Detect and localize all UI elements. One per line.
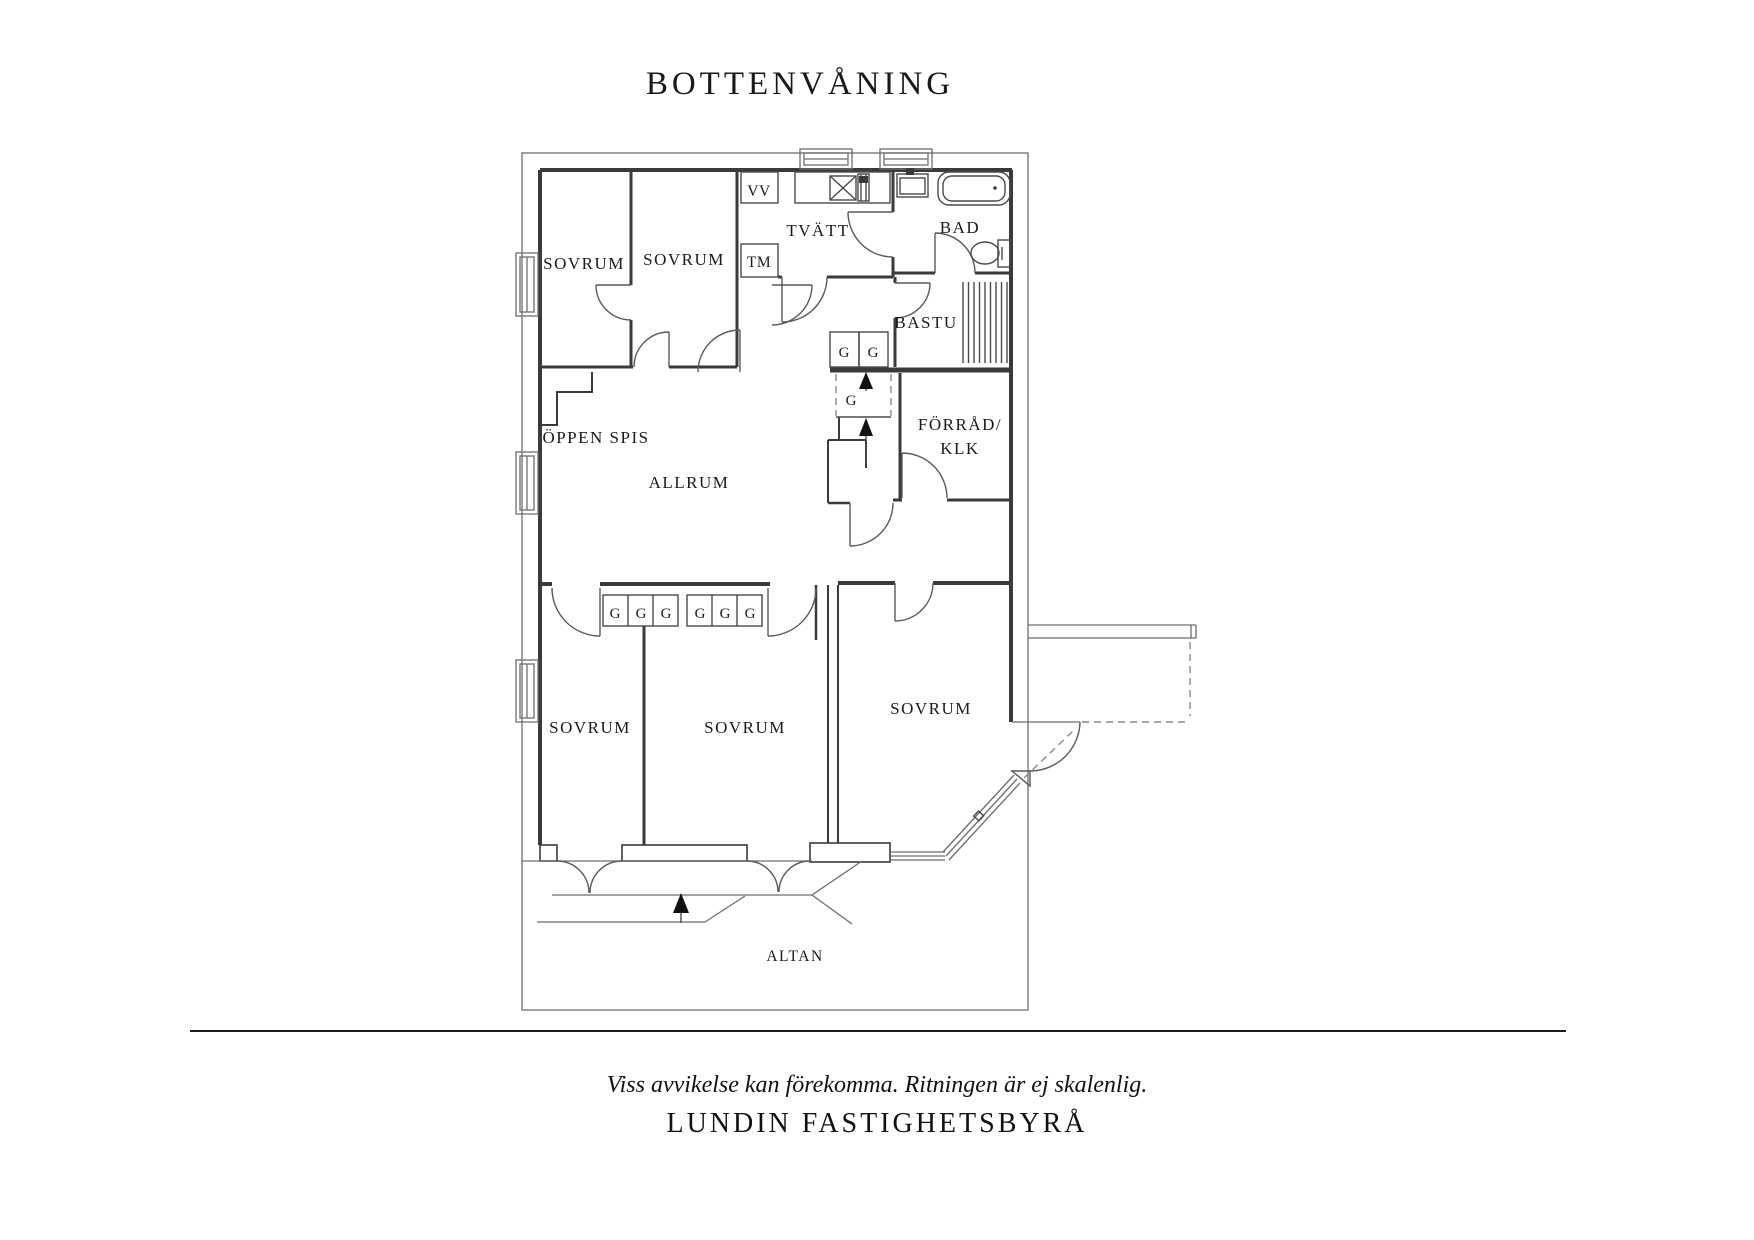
sink-icon bbox=[896, 168, 929, 198]
door-arcs bbox=[551, 211, 1081, 894]
wardrobe-g-label: G bbox=[720, 606, 731, 622]
scale-disclaimer: Viss avvikelse kan förekomma. Ritningen … bbox=[606, 1072, 1148, 1098]
door-arc bbox=[901, 452, 948, 499]
window-icon bbox=[515, 252, 539, 317]
wardrobe-row-icon bbox=[602, 594, 763, 627]
loft-hatch bbox=[835, 372, 892, 465]
laundry-counter-icon bbox=[794, 171, 891, 204]
closet-vv-label: VV bbox=[747, 183, 771, 200]
wardrobe-icon bbox=[829, 331, 889, 368]
windows bbox=[515, 148, 933, 723]
sauna-benches-icon bbox=[962, 282, 1008, 363]
bathtub-icon bbox=[937, 171, 1011, 206]
page-title: BOTTENVÅNING bbox=[645, 66, 955, 102]
room-labels: SOVRUM SOVRUM VV TM TVÄTT BAD BASTU G G … bbox=[542, 183, 1002, 965]
exterior-walls bbox=[522, 168, 1013, 863]
window-icon bbox=[879, 148, 933, 170]
room-tvatt-label: TVÄTT bbox=[786, 221, 849, 240]
divider-rule bbox=[190, 1030, 1566, 1033]
wardrobe-g-label: G bbox=[745, 606, 756, 622]
door-arc bbox=[551, 587, 601, 637]
door-arc bbox=[771, 284, 813, 326]
door-arc bbox=[633, 331, 670, 368]
door-arc bbox=[781, 276, 828, 323]
hall-closet-g-label: G bbox=[839, 345, 850, 361]
room-allrum-label: ALLRUM bbox=[649, 473, 730, 492]
door-arc bbox=[556, 860, 623, 894]
door-arc bbox=[746, 860, 811, 893]
terrace-walkway bbox=[537, 860, 863, 925]
door-arc bbox=[894, 582, 934, 622]
room-forrad-label-line2: KLK bbox=[940, 439, 979, 458]
door-arc bbox=[894, 282, 931, 319]
room-oppen-spis-label: ÖPPEN SPIS bbox=[542, 428, 649, 447]
room-sovrum-bottom-right-label: SOVRUM bbox=[890, 699, 972, 718]
wardrobe-g-label: G bbox=[610, 606, 621, 622]
window-icon bbox=[515, 451, 539, 515]
window-icon bbox=[515, 659, 539, 723]
wardrobe-g-label: G bbox=[636, 606, 647, 622]
brand-name: LUNDIN FASTIGHETSBYRÅ bbox=[666, 1108, 1088, 1139]
door-arc bbox=[934, 232, 976, 274]
door-arc bbox=[849, 502, 894, 547]
room-altan-label: ALTAN bbox=[766, 948, 823, 965]
door-arc bbox=[697, 329, 741, 373]
wardrobe-g-label: G bbox=[661, 606, 672, 622]
room-sovrum-top-left-label: SOVRUM bbox=[543, 254, 625, 273]
closet-tm-label: TM bbox=[747, 254, 771, 271]
deck-outline bbox=[1012, 624, 1197, 723]
entrance-arrow-icon bbox=[673, 893, 689, 923]
room-forrad-label-line1: FÖRRÅD/ bbox=[918, 415, 1002, 434]
wardrobe-g-label: G bbox=[695, 606, 706, 622]
fixtures bbox=[602, 168, 1011, 627]
window-icon bbox=[799, 148, 853, 170]
room-sovrum-bottom-mid-label: SOVRUM bbox=[704, 718, 786, 737]
door-arc bbox=[595, 284, 632, 321]
bay-window bbox=[890, 774, 1021, 861]
hatch-g-label: G bbox=[846, 393, 857, 409]
door-arc bbox=[1010, 721, 1081, 788]
interior-walls bbox=[540, 170, 1011, 845]
room-bastu-label: BASTU bbox=[894, 313, 957, 332]
room-sovrum-bottom-left-label: SOVRUM bbox=[549, 718, 631, 737]
tm-closet-box bbox=[740, 243, 779, 278]
door-arc bbox=[847, 211, 894, 258]
room-sovrum-top-mid-label: SOVRUM bbox=[643, 250, 725, 269]
hall-closet-g-label: G bbox=[868, 345, 879, 361]
vv-closet-box bbox=[740, 171, 779, 204]
room-bad-label: BAD bbox=[940, 218, 980, 237]
stair-arrow-icon bbox=[859, 372, 873, 465]
outer-boundary bbox=[521, 152, 1029, 1011]
door-arc bbox=[767, 587, 817, 637]
toilet-icon bbox=[970, 239, 1011, 268]
